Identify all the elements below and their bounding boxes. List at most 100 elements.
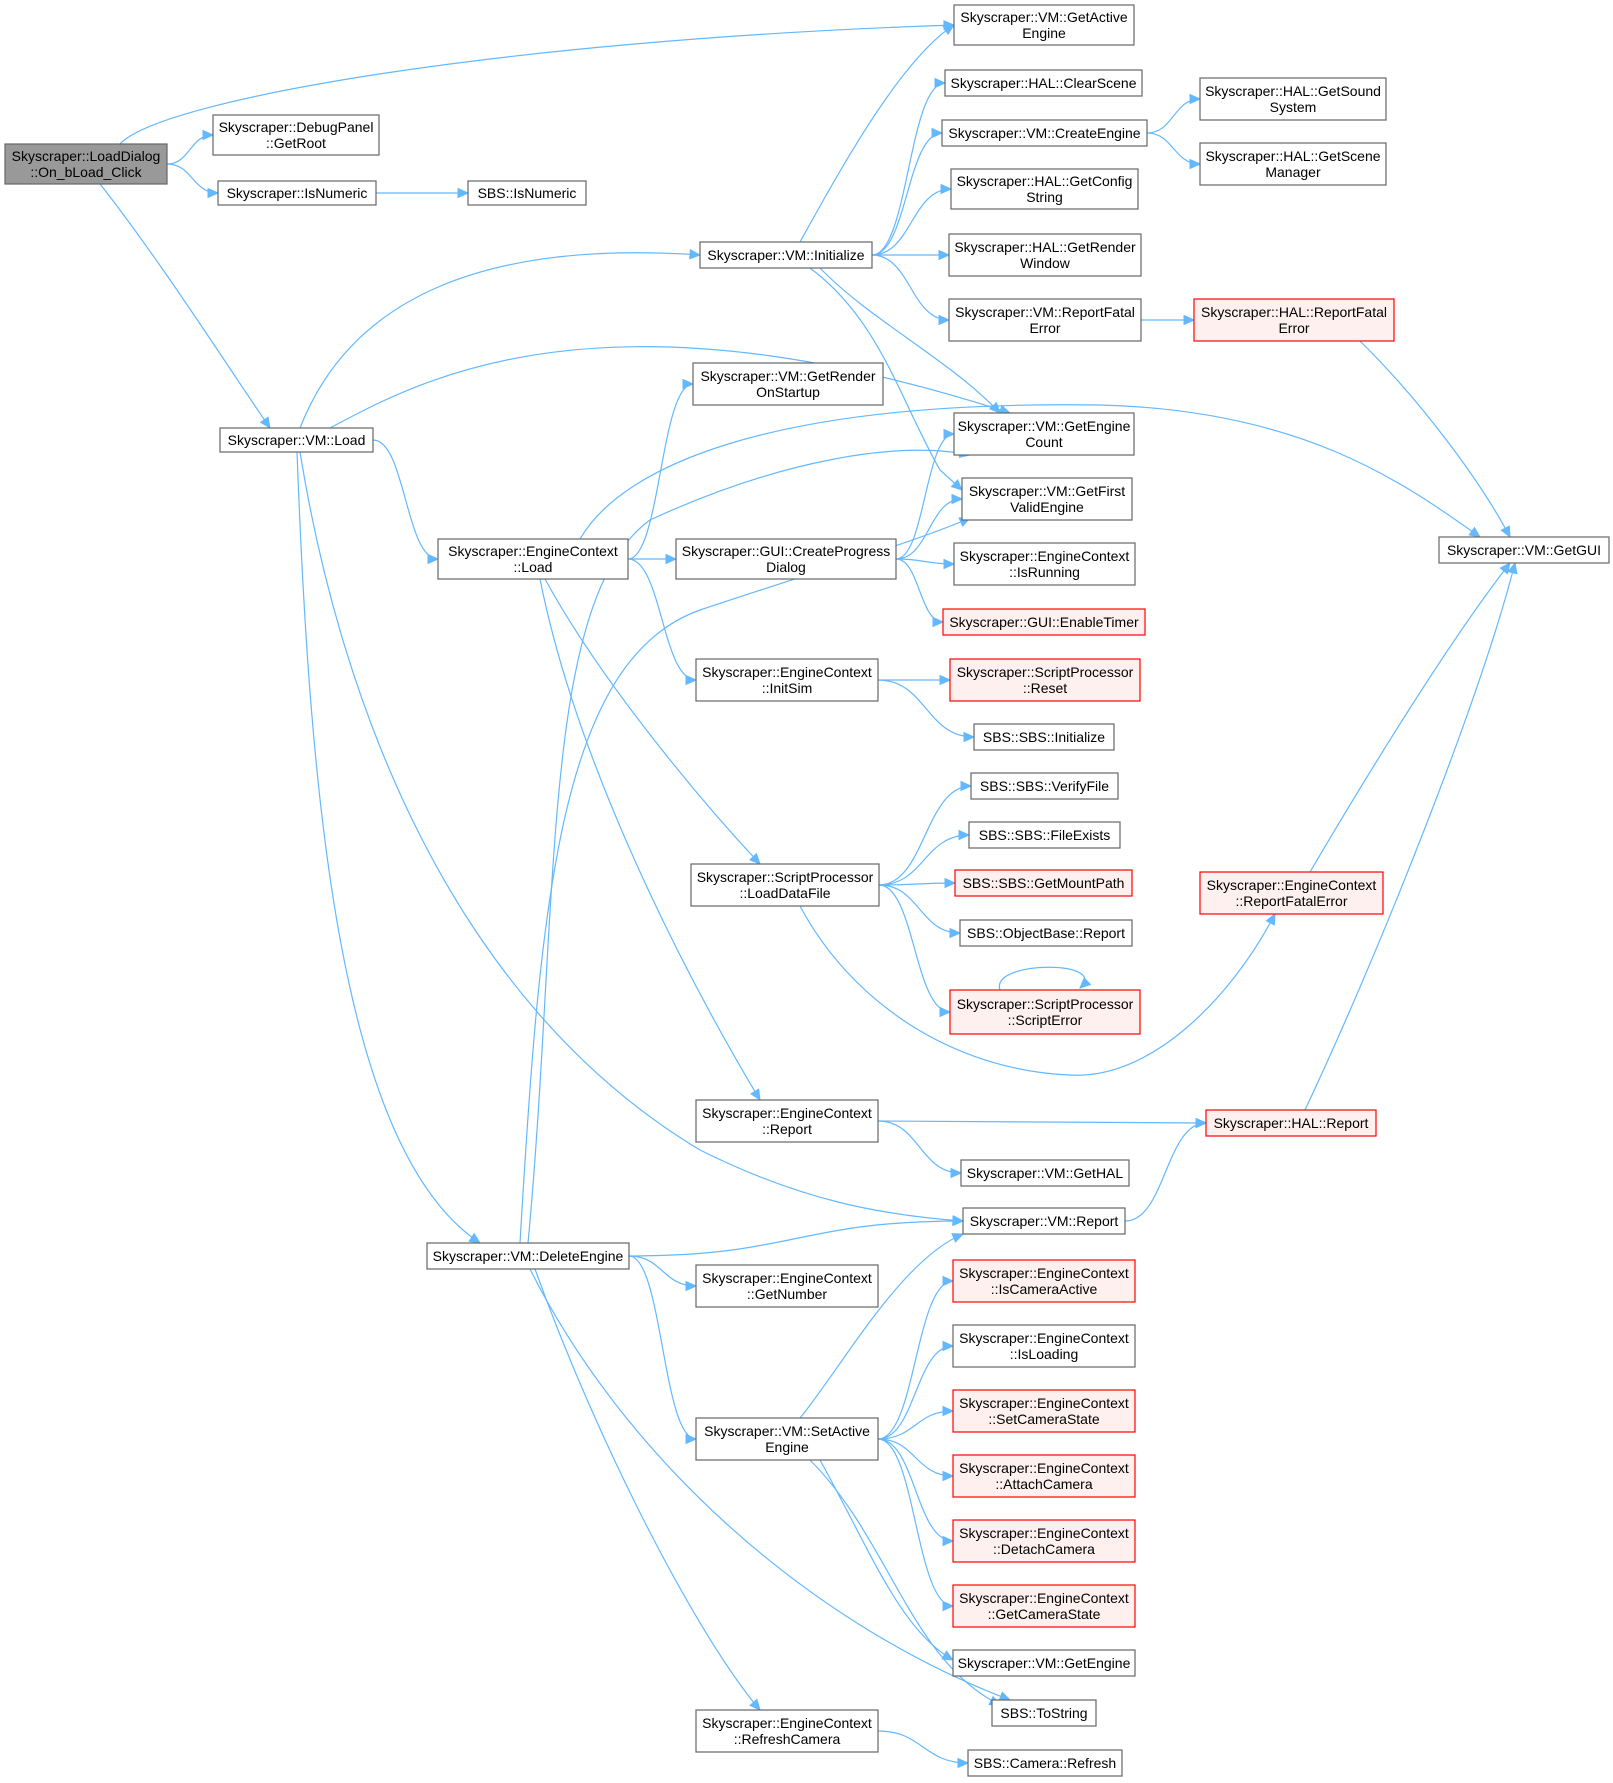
node-label: ::AttachCamera xyxy=(995,1476,1092,1492)
node-box xyxy=(4,143,168,185)
node-box xyxy=(952,1259,1136,1303)
edge-n20-n18 xyxy=(895,493,964,560)
node-label: ::GetCameraState xyxy=(988,1606,1101,1622)
node-n43[interactable]: Skyscraper::EngineContext::SetCameraStat… xyxy=(952,1389,1136,1433)
node-n24[interactable]: Skyscraper::EngineContext::InitSim xyxy=(695,658,879,702)
node-box xyxy=(426,1242,630,1270)
node-n40[interactable]: Skyscraper::EngineContext::IsCameraActiv… xyxy=(952,1259,1136,1303)
node-label: Skyscraper::IsNumeric xyxy=(227,185,368,201)
node-box xyxy=(1199,77,1387,121)
edge-n33-n33 xyxy=(999,966,1092,991)
node-n49[interactable]: Skyscraper::EngineContext::RefreshCamera xyxy=(695,1709,879,1753)
node-label: Skyscraper::ScriptProcessor xyxy=(957,664,1134,680)
node-n19[interactable]: Skyscraper::EngineContext::Load xyxy=(437,538,629,580)
node-n39[interactable]: Skyscraper::EngineContext::GetNumber xyxy=(695,1264,879,1308)
node-n29[interactable]: Skyscraper::ScriptProcessor::LoadDataFil… xyxy=(690,863,880,907)
node-label: Error xyxy=(1029,320,1060,336)
node-box xyxy=(991,1699,1097,1727)
edge-n4-n6 xyxy=(376,187,470,199)
node-n25[interactable]: Skyscraper::ScriptProcessor::Reset xyxy=(949,658,1141,702)
node-n36[interactable]: Skyscraper::VM::GetHAL xyxy=(960,1159,1130,1187)
edge-line xyxy=(1359,340,1511,538)
node-n26[interactable]: SBS::SBS::Initialize xyxy=(973,723,1115,751)
node-box xyxy=(968,821,1121,849)
node-n8[interactable]: Skyscraper::VM::CreateEngine xyxy=(941,119,1148,147)
node-n4[interactable]: Skyscraper::IsNumeric xyxy=(217,180,377,206)
arrow-head xyxy=(998,1691,1012,1702)
node-box xyxy=(952,1324,1136,1368)
edge-line xyxy=(877,679,975,738)
edge-n5-n17 xyxy=(329,346,1012,429)
node-n21[interactable]: Skyscraper::EngineContext::IsRunning xyxy=(953,542,1136,586)
node-box xyxy=(953,542,1136,586)
arrow-head xyxy=(689,249,702,260)
arrow-head xyxy=(749,1698,761,1711)
node-n7[interactable]: Skyscraper::HAL::ClearScene xyxy=(944,69,1143,97)
node-n45[interactable]: Skyscraper::EngineContext::DetachCamera xyxy=(952,1519,1136,1563)
node-n38[interactable]: Skyscraper::VM::DeleteEngine xyxy=(426,1242,630,1270)
node-n14[interactable]: Skyscraper::VM::ReportFatalError xyxy=(948,298,1142,342)
node-n48[interactable]: SBS::ToString xyxy=(991,1699,1097,1727)
node-label: Skyscraper::LoadDialog xyxy=(12,148,161,164)
node-n35[interactable]: Skyscraper::HAL::Report xyxy=(1205,1109,1377,1137)
node-n6[interactable]: SBS::IsNumeric xyxy=(467,180,587,206)
node-n27[interactable]: SBS::SBS::VerifyFile xyxy=(970,772,1119,800)
edge-n37-n35 xyxy=(1124,1117,1208,1222)
node-n5[interactable]: Skyscraper::VM::Load xyxy=(219,427,374,453)
node-label: ::IsLoading xyxy=(1010,1346,1079,1362)
node-n12[interactable]: Skyscraper::VM::Initialize xyxy=(699,241,873,269)
node-label: ValidEngine xyxy=(1010,499,1084,515)
node-box xyxy=(692,362,884,406)
arrow-head xyxy=(1079,976,1092,989)
node-box xyxy=(219,427,374,453)
node-label: Skyscraper::VM::SetActive xyxy=(704,1423,870,1439)
arrow-head xyxy=(938,249,951,261)
node-label: Skyscraper::EngineContext xyxy=(702,1715,872,1731)
arrow-head xyxy=(949,927,962,939)
node-label: Skyscraper::VM::GetEngine xyxy=(958,1655,1131,1671)
edge-line xyxy=(329,346,1011,429)
node-box xyxy=(952,1584,1136,1628)
node-label: ::ReportFatalError xyxy=(1235,893,1347,909)
node-n46[interactable]: Skyscraper::EngineContext::GetCameraStat… xyxy=(952,1584,1136,1628)
node-n22[interactable]: Skyscraper::VM::GetGUI xyxy=(1438,536,1610,564)
node-n33[interactable]: Skyscraper::ScriptProcessor::ScriptError xyxy=(949,989,1141,1035)
node-n47[interactable]: Skyscraper::VM::GetEngine xyxy=(952,1649,1136,1677)
node-box xyxy=(695,1709,879,1753)
node-n44[interactable]: Skyscraper::EngineContext::AttachCamera xyxy=(952,1454,1136,1498)
arrow-head xyxy=(958,829,971,841)
node-label: Skyscraper::EngineContext xyxy=(448,543,618,559)
node-label: Skyscraper::HAL::ClearScene xyxy=(951,75,1137,91)
edge-n38-n49 xyxy=(534,1268,761,1711)
node-n3[interactable]: Skyscraper::DebugPanel::GetRoot xyxy=(212,114,380,156)
node-label: Window xyxy=(1020,255,1071,271)
node-n23[interactable]: Skyscraper::GUI::EnableTimer xyxy=(942,608,1146,636)
node-n50[interactable]: SBS::Camera::Refresh xyxy=(967,1749,1123,1777)
node-label: Skyscraper::VM::GetRender xyxy=(700,368,875,384)
node-label: Skyscraper::EngineContext xyxy=(702,1270,872,1286)
node-label: Error xyxy=(1278,320,1309,336)
node-n15[interactable]: Skyscraper::HAL::ReportFatalError xyxy=(1193,298,1395,342)
node-n41[interactable]: Skyscraper::EngineContext::IsLoading xyxy=(952,1324,1136,1368)
node-n30[interactable]: SBS::SBS::GetMountPath xyxy=(954,869,1133,897)
node-n34[interactable]: Skyscraper::EngineContext::Report xyxy=(695,1099,879,1143)
node-n37[interactable]: Skyscraper::VM::Report xyxy=(962,1207,1126,1235)
node-n1[interactable]: Skyscraper::LoadDialog::On_bLoad_Click xyxy=(4,143,168,185)
node-n31[interactable]: Skyscraper::EngineContext::ReportFatalEr… xyxy=(1199,871,1384,915)
node-box xyxy=(952,1649,1136,1677)
node-n32[interactable]: SBS::ObjectBase::Report xyxy=(959,919,1133,947)
node-n28[interactable]: SBS::SBS::FileExists xyxy=(968,821,1121,849)
edge-line xyxy=(628,1255,697,1440)
node-box xyxy=(695,1417,879,1461)
node-label: Skyscraper::EngineContext xyxy=(1207,877,1377,893)
